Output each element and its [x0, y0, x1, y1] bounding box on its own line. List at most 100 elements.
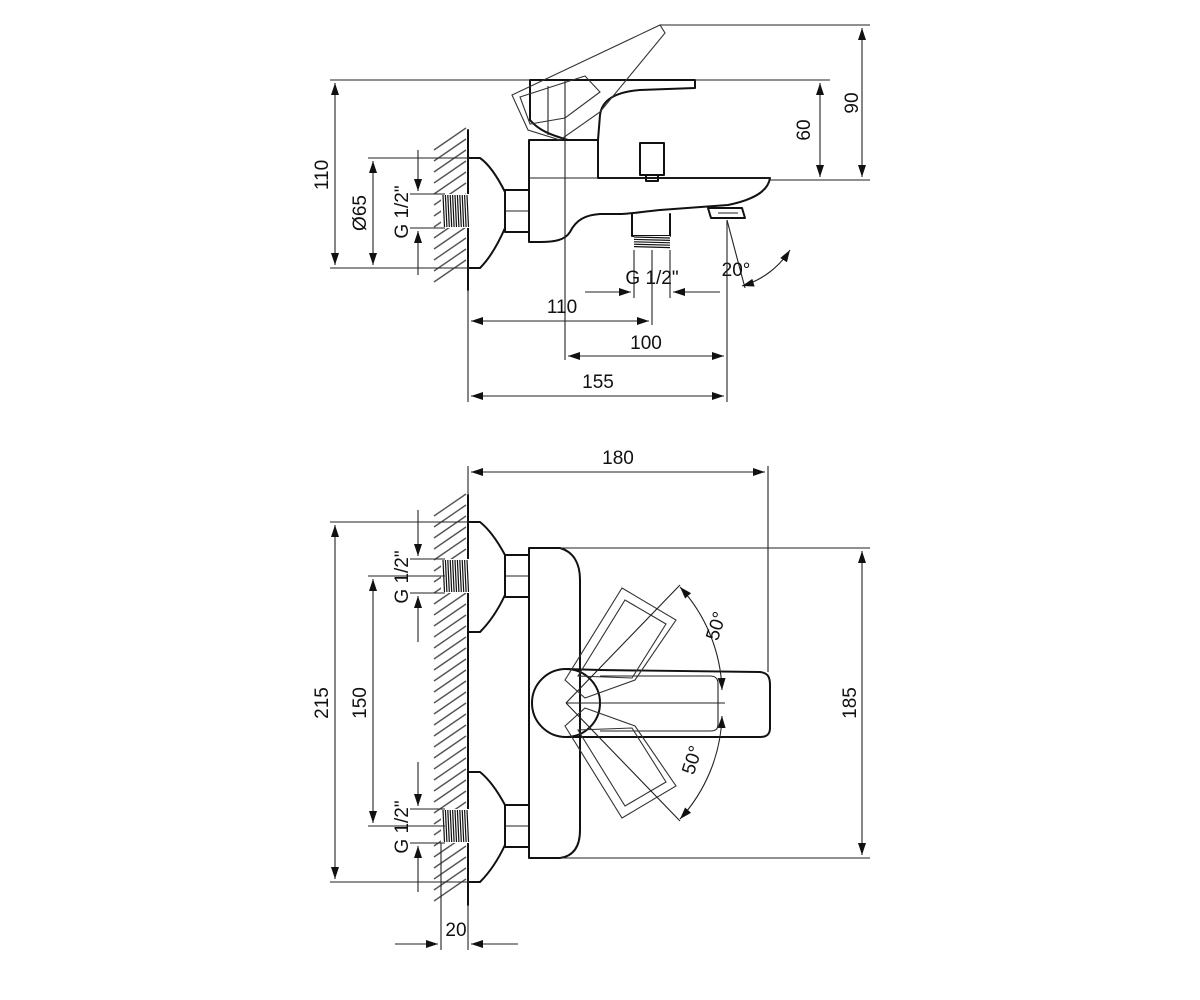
hatch-stroke	[433, 713, 467, 737]
thread-stroke	[464, 194, 467, 228]
thread-stroke	[464, 809, 467, 843]
hatch-stroke	[433, 746, 467, 770]
dim-label-215: 215	[312, 687, 333, 719]
mixer-body-front	[528, 547, 581, 859]
hatch-stroke	[433, 592, 467, 616]
thread-stroke	[633, 241, 671, 244]
hatch-stroke	[433, 680, 467, 704]
thread-stroke	[456, 809, 460, 843]
thread-stroke	[466, 194, 470, 228]
dim-label-g-half-top: G 1/2"	[392, 550, 413, 603]
hatch-stroke	[433, 493, 467, 517]
thread-stroke	[633, 243, 671, 246]
inlet-thread-bottom	[442, 809, 470, 843]
dim-label-90: 90	[842, 92, 863, 113]
thread-stroke	[449, 559, 453, 593]
mixer-body-side	[528, 139, 771, 243]
thread-stroke	[459, 809, 462, 843]
hatch-stroke	[433, 867, 467, 891]
hatch-stroke	[433, 127, 467, 151]
thread-stroke	[454, 809, 458, 843]
dim-label-g-half-inlet: G 1/2"	[392, 185, 413, 238]
wall-hatching-front	[433, 493, 467, 902]
hatch-stroke	[433, 845, 467, 869]
thread-stroke	[447, 559, 450, 593]
thread-stroke	[466, 809, 470, 843]
thread-stroke	[444, 194, 448, 228]
hatch-stroke	[433, 636, 467, 660]
side-view: 90 60 110 Ø65 G 1/2" G 1/2" 20° 110	[312, 24, 870, 402]
dim-label-angle-50-upper: 50°	[702, 609, 731, 643]
dim-label-185: 185	[840, 687, 861, 719]
outlet-thread	[633, 236, 671, 249]
shower-outlet	[631, 213, 671, 237]
hatch-stroke	[433, 724, 467, 748]
hatch-stroke	[433, 149, 467, 173]
lever-handle-side	[529, 79, 696, 141]
thread-stroke	[444, 809, 448, 843]
diverter-knob	[639, 142, 665, 176]
thread-stroke	[461, 809, 465, 843]
hatch-stroke	[433, 856, 467, 880]
inlet-thread-top	[442, 559, 470, 593]
thread-stroke	[452, 194, 455, 228]
dim-label-110-horizontal: 110	[547, 297, 577, 318]
hatch-stroke	[433, 237, 467, 261]
lever-ghost-up	[564, 587, 677, 699]
thread-stroke	[459, 559, 462, 593]
hatch-stroke	[433, 625, 467, 649]
hatch-stroke	[433, 504, 467, 528]
thread-stroke	[633, 236, 671, 239]
dim-label-20: 20	[445, 920, 466, 941]
diverter-stem	[645, 174, 659, 182]
lever-axis-down	[565, 702, 681, 822]
dim-label-angle-20: 20°	[722, 260, 751, 281]
dim-label-150: 150	[350, 687, 371, 719]
lever-ghost-inner	[519, 75, 601, 125]
thread-stroke	[444, 559, 448, 593]
lever-axis-up	[565, 584, 681, 704]
dim-label-100: 100	[630, 333, 662, 354]
hatch-stroke	[433, 702, 467, 726]
thread-stroke	[461, 559, 465, 593]
hatch-stroke	[433, 669, 467, 693]
thread-stroke	[454, 194, 458, 228]
thread-stroke	[447, 194, 450, 228]
thread-stroke	[452, 809, 455, 843]
hatch-stroke	[433, 515, 467, 539]
thread-stroke	[633, 246, 671, 249]
thread-stroke	[449, 809, 453, 843]
hatch-stroke	[433, 757, 467, 781]
thread-stroke	[459, 194, 462, 228]
angle-arc-50-upper	[679, 586, 726, 691]
aerator	[707, 207, 746, 219]
front-view: 50° 50° 180 185 215 150 G 1/2" G 1/2	[312, 448, 870, 950]
hatch-stroke	[433, 160, 467, 184]
hatch-stroke	[433, 614, 467, 638]
hatch-stroke	[433, 603, 467, 627]
dim-label-155: 155	[582, 372, 614, 393]
thread-stroke	[633, 238, 671, 241]
hatch-stroke	[433, 171, 467, 195]
dim-label-diameter-65: Ø65	[350, 195, 371, 231]
thread-stroke	[449, 194, 453, 228]
lever-ghost-down-inner	[577, 727, 667, 807]
dim-label-60: 60	[794, 119, 815, 140]
dim-label-180: 180	[602, 448, 634, 469]
dim-label-110-vertical: 110	[312, 160, 333, 190]
angle-arc-20	[741, 249, 791, 287]
hatch-stroke	[433, 537, 467, 561]
hatch-stroke	[433, 735, 467, 759]
escutcheon-side	[467, 157, 506, 269]
hatch-stroke	[433, 779, 467, 803]
dim-label-angle-50-lower: 50°	[678, 743, 707, 777]
lever-ghost-down	[564, 707, 677, 819]
hatch-stroke	[433, 226, 467, 250]
thread-stroke	[456, 559, 460, 593]
thread-stroke	[456, 194, 460, 228]
hatch-stroke	[433, 647, 467, 671]
dim-label-g-half-bottom: G 1/2"	[392, 800, 413, 853]
thread-stroke	[461, 194, 465, 228]
hatch-stroke	[433, 526, 467, 550]
